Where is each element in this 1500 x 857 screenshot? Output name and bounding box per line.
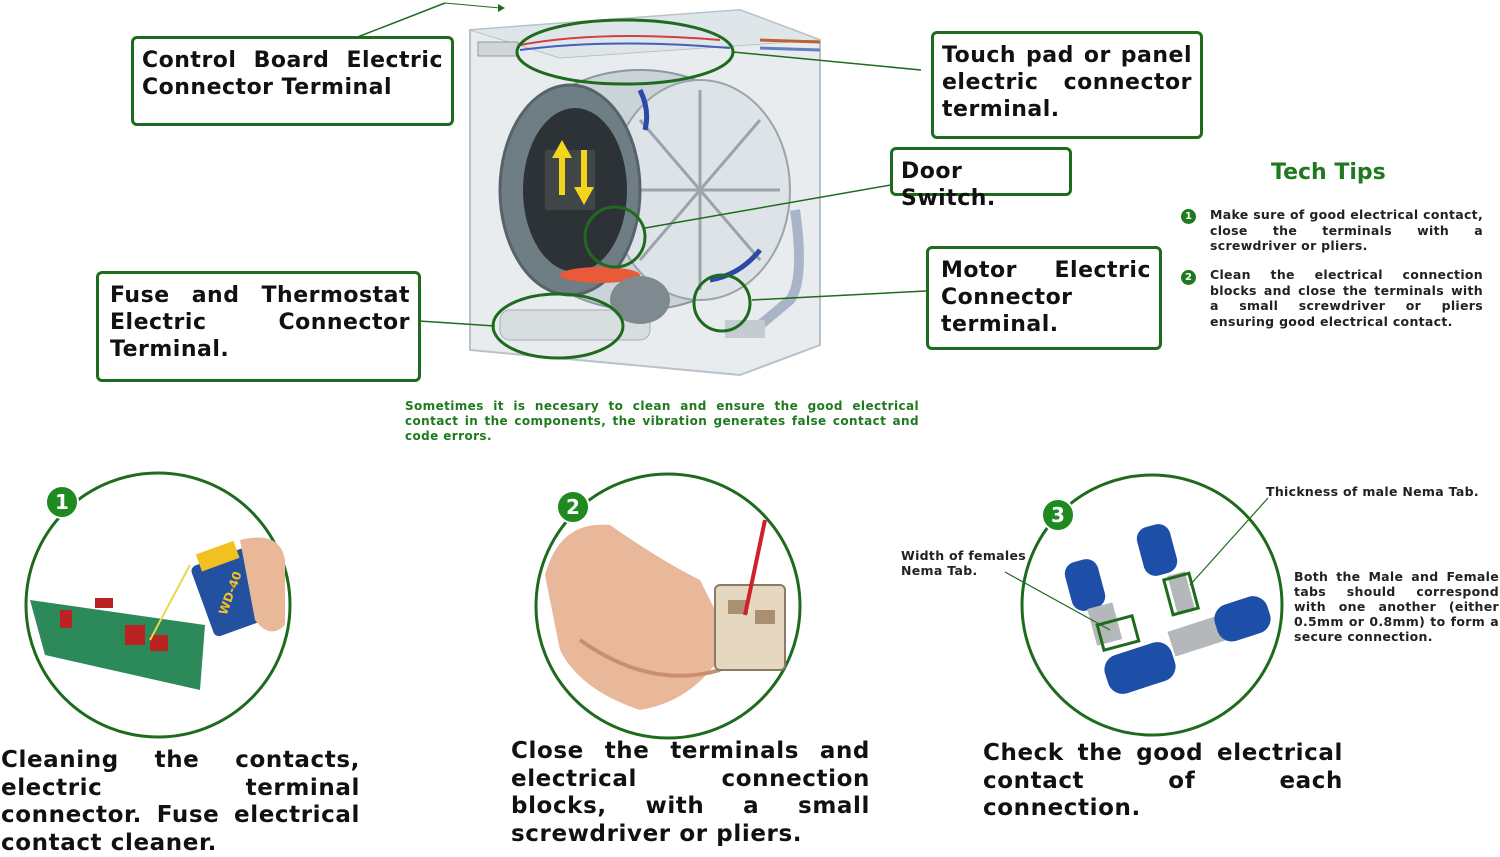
callout-door-switch-text: Door Switch. [901,159,996,211]
callout-motor-text: Motor Electric Connector terminal. [941,258,1151,337]
tech-tip-1-text: Make sure of good electrical contact, cl… [1210,207,1483,253]
callout-control-board: Control Board Electric Connector Termina… [131,36,454,126]
callout-fuse-thermostat-text: Fuse and Thermostat Electric Connector T… [110,283,410,362]
male-thickness-label: Thickness of male Nema Tab. [1266,484,1479,499]
tip-number-1-icon: 1 [1181,209,1196,224]
highlight-door-switch [583,205,647,269]
tech-tip-1: 1 Make sure of good electrical contact, … [1181,207,1483,254]
vibration-note: Sometimes it is necesary to clean and en… [405,399,919,443]
tech-tip-2: 2 Clean the electrical connection blocks… [1181,267,1483,329]
step-1-photo: WD-40 [24,471,292,739]
step-1-badge: 1 [45,485,79,519]
tech-tip-2-text: Clean the electrical connection blocks a… [1210,267,1483,329]
step-2-badge: 2 [556,490,590,524]
step-2-caption: Close the terminals and electrical conne… [511,738,870,847]
callout-control-board-text: Control Board Electric Connector Termina… [142,48,443,100]
callout-motor: Motor Electric Connector terminal. [926,246,1162,350]
callout-touch-pad: Touch pad or panel electric connector te… [931,31,1203,139]
step-3-badge: 3 [1041,498,1075,532]
highlight-motor [692,273,752,333]
callout-fuse-thermostat: Fuse and Thermostat Electric Connector T… [96,271,421,382]
female-width-label: Width of females Nema Tab. [901,548,1027,578]
tab-correspond-note: Both the Male and Female tabs should cor… [1294,569,1499,644]
washing-machine-illustration [469,8,821,377]
step-3-photo [1020,473,1284,737]
step-1-caption: Cleaning the contacts, electric terminal… [1,747,360,856]
step-3-caption: Check the good electrical contact of eac… [983,740,1343,821]
callout-door-switch: Door Switch. [890,147,1072,211]
callout-touch-pad-text: Touch pad or panel electric connector te… [942,43,1192,122]
tip-number-2-icon: 2 [1181,270,1196,285]
step-2-photo [534,472,802,740]
tech-tips-title: Tech Tips [1271,160,1386,185]
